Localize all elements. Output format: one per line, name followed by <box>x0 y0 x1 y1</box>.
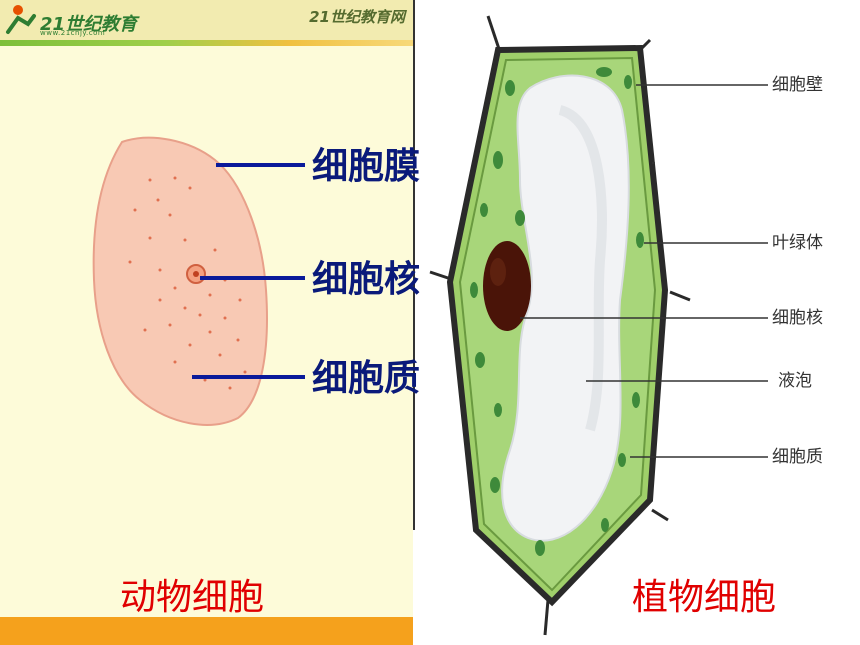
plant-cell <box>429 15 768 636</box>
plant-label-nucleus: 细胞核 <box>772 308 823 328</box>
animal-cytoplasm-dots <box>128 176 247 390</box>
chloroplasts <box>470 67 644 556</box>
header-bar: 21世纪教育 www.21cnjy.com 21世纪教育网 <box>0 0 413 40</box>
logo-figure-icon <box>6 5 36 34</box>
logo-text: 21世纪教育 <box>40 14 138 35</box>
site-name: 21世纪教育网 <box>309 8 405 26</box>
animal-label-nucleus: 细胞核 <box>312 258 421 300</box>
plant-label-cytoplasm: 细胞质 <box>772 447 823 467</box>
logo-url: www.21cnjy.com <box>40 29 106 37</box>
animal-label-membrane: 细胞膜 <box>312 145 421 187</box>
plant-cell-caption: 植物细胞 <box>632 577 777 618</box>
animal-cell <box>92 136 305 426</box>
plant-label-vacuole: 液泡 <box>778 371 812 391</box>
plant-label-wall: 细胞壁 <box>772 75 823 95</box>
bottom-bar <box>0 617 413 645</box>
logo: 21世纪教育 www.21cnjy.com <box>4 2 144 40</box>
panel-divider <box>413 0 415 530</box>
plant-label-chloroplast: 叶绿体 <box>772 233 823 253</box>
header-stripe <box>0 40 413 46</box>
animal-cell-membrane <box>92 136 268 426</box>
animal-label-cytoplasm: 细胞质 <box>312 357 421 399</box>
animal-cell-caption: 动物细胞 <box>120 577 265 618</box>
